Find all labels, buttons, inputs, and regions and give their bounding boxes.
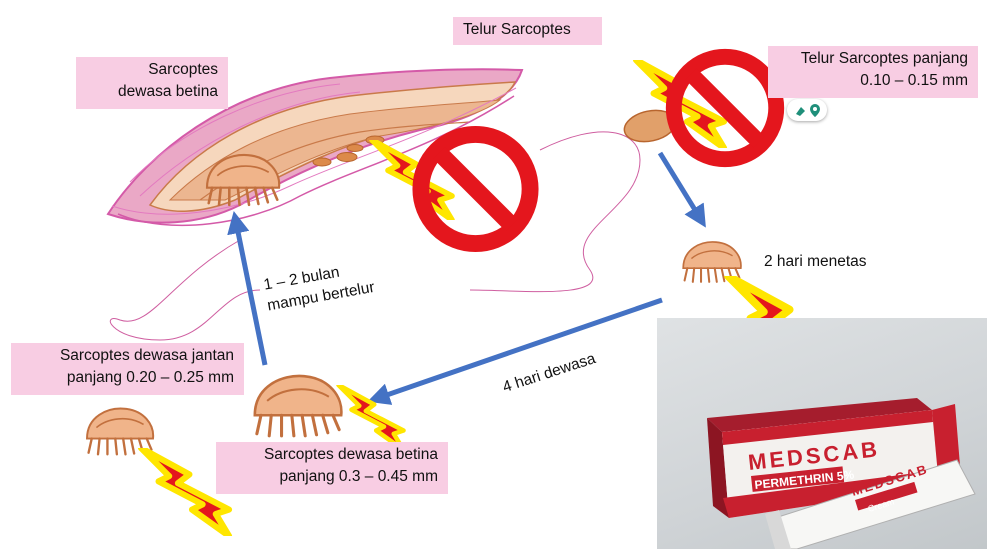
product-photo: MEDSCAB PERMETHRIN 5% MEDSCAB Cream xyxy=(657,318,987,549)
mite-icon xyxy=(683,242,741,282)
thread-line xyxy=(110,240,260,340)
label-egg: Telur Sarcoptes xyxy=(453,17,602,45)
label-hatch: 2 hari menetas xyxy=(764,251,867,272)
edit-pin-icon[interactable] xyxy=(787,99,827,121)
mite-icon xyxy=(87,409,153,455)
label-adult-female: Sarcoptes dewasa betina xyxy=(76,57,228,109)
label-male-length: Sarcoptes dewasa jantan panjang 0.20 – 0… xyxy=(11,343,244,395)
mite-icon xyxy=(255,376,342,436)
label-female-length: Sarcoptes dewasa betina panjang 0.3 – 0.… xyxy=(216,442,448,494)
arrow-egg-to-larva xyxy=(660,153,700,218)
label-egg-length: Telur Sarcoptes panjang 0.10 – 0.15 mm xyxy=(768,46,978,98)
